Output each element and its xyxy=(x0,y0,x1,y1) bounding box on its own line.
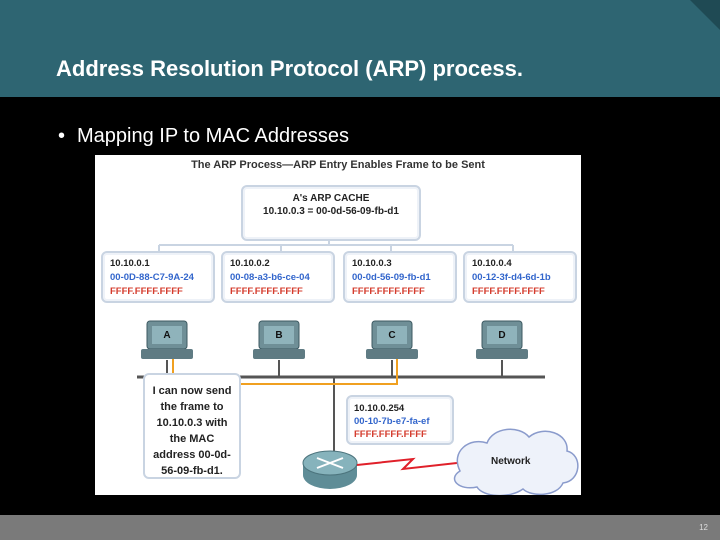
host-d-ip: 10.10.0.4 xyxy=(472,258,512,269)
host-b-ip: 10.10.0.2 xyxy=(230,258,270,269)
router-box: 10.10.0.254 00-10-7b-e7-fa-ef FFFF.FFFF.… xyxy=(346,395,454,445)
frame-path xyxy=(172,345,398,385)
wan-link xyxy=(356,457,476,471)
host-d-mac: 00-12-3f-d4-6d-1b xyxy=(472,272,551,283)
network-cloud-icon xyxy=(453,428,579,495)
router-mac: 00-10-7b-e7-fa-ef xyxy=(354,416,430,427)
bullet-dot: • xyxy=(58,125,66,147)
host-c-mac: 00-0d-56-09-fb-d1 xyxy=(352,272,431,283)
callout-line: 56-09-fb-d1. xyxy=(161,465,223,477)
callout-line: 10.10.0.3 with xyxy=(156,417,228,429)
host-a-box: 10.10.0.1 00-0D-88-C7-9A-24 FFFF.FFFF.FF… xyxy=(101,251,215,303)
slide-footer: 12 xyxy=(0,515,720,540)
callout-line: I can now send xyxy=(152,385,232,397)
pc-drops xyxy=(166,360,503,455)
callout-line: the MAC xyxy=(169,433,215,445)
pc-a-label: A xyxy=(163,330,170,341)
host-c-box: 10.10.0.3 00-0d-56-09-fb-d1 FFFF.FFFF.FF… xyxy=(343,251,457,303)
host-c-ip: 10.10.0.3 xyxy=(352,258,392,269)
arp-cache-box: A's ARP CACHE 10.10.0.3 = 00-0d-56-09-fb… xyxy=(241,185,421,241)
arp-diagram: A B C D The AR xyxy=(95,155,581,495)
host-b-broadcast: FFFF.FFFF.FFFF xyxy=(230,286,303,297)
page-number: 12 xyxy=(699,523,708,532)
slide-title: Address Resolution Protocol (ARP) proces… xyxy=(56,56,523,81)
pc-a-icon: A xyxy=(141,320,193,359)
diagram-graphics: A B C D xyxy=(137,237,579,495)
host-c-broadcast: FFFF.FFFF.FFFF xyxy=(352,286,425,297)
pc-d-label: D xyxy=(498,330,505,341)
callout-box: I can now send the frame to 10.10.0.3 wi… xyxy=(143,373,241,479)
diagram-title: The ARP Process—ARP Entry Enables Frame … xyxy=(191,159,485,171)
router-ip: 10.10.0.254 xyxy=(354,403,405,414)
bullet-item: • Mapping IP to MAC Addresses xyxy=(58,125,349,148)
pc-b-label: B xyxy=(275,330,282,341)
host-b-box: 10.10.0.2 00-08-a3-b6-ce-04 FFFF.FFFF.FF… xyxy=(221,251,335,303)
arp-cache-title: A's ARP CACHE xyxy=(292,193,370,204)
pc-b-icon: B xyxy=(253,320,305,359)
host-a-ip: 10.10.0.1 xyxy=(110,258,150,269)
pc-c-label: C xyxy=(388,330,395,341)
callout-line: address 00-0d- xyxy=(153,449,231,461)
pc-d-icon: D xyxy=(476,320,528,359)
callout-line: the frame to xyxy=(160,401,224,413)
host-d-broadcast: FFFF.FFFF.FFFF xyxy=(472,286,545,297)
bullet-text: Mapping IP to MAC Addresses xyxy=(77,125,350,147)
header-corner-accent xyxy=(690,0,720,30)
network-cloud-label: Network xyxy=(491,456,531,467)
host-d-box: 10.10.0.4 00-12-3f-d4-6d-1b FFFF.FFFF.FF… xyxy=(463,251,577,303)
router-icon xyxy=(302,450,358,489)
pc-c-icon: C xyxy=(366,320,418,359)
host-a-mac: 00-0D-88-C7-9A-24 xyxy=(110,272,194,283)
host-a-broadcast: FFFF.FFFF.FFFF xyxy=(110,286,183,297)
router-broadcast: FFFF.FFFF.FFFF xyxy=(354,429,427,440)
slide-header: Address Resolution Protocol (ARP) proces… xyxy=(0,0,720,97)
host-b-mac: 00-08-a3-b6-ce-04 xyxy=(230,272,310,283)
cache-connectors xyxy=(158,237,514,251)
arp-cache-entry: 10.10.0.3 = 00-0d-56-09-fb-d1 xyxy=(263,206,399,217)
